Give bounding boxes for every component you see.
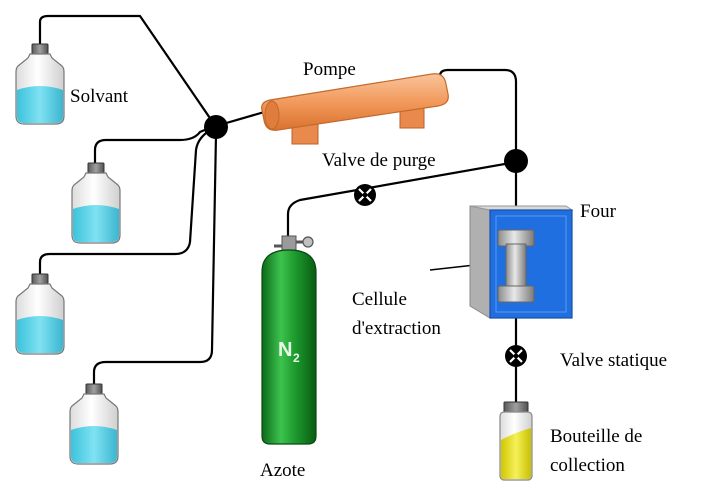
label-pompe: Pompe bbox=[303, 59, 356, 80]
tube-purge bbox=[286, 160, 517, 236]
solvent-bottle-1 bbox=[15, 43, 65, 125]
tubing bbox=[38, 14, 518, 404]
label-cellule: Cellule bbox=[352, 289, 407, 310]
tube-bottle-1 bbox=[38, 14, 215, 125]
valve-junction bbox=[504, 149, 528, 173]
tube-bottle-4 bbox=[92, 133, 218, 388]
pump bbox=[261, 73, 449, 145]
static-valve-icon bbox=[505, 345, 527, 367]
label-collection: collection bbox=[550, 455, 625, 476]
cylinder-mark-sub: 2 bbox=[293, 351, 300, 365]
extraction-cell bbox=[497, 229, 535, 303]
label-extraction: d'extraction bbox=[352, 318, 441, 339]
tube-bottle-2 bbox=[93, 124, 215, 167]
solvent-bottle-2 bbox=[71, 162, 121, 244]
label-solvant: Solvant bbox=[70, 86, 129, 107]
label-azote: Azote bbox=[260, 460, 306, 481]
label-valve-statique: Valve statique bbox=[560, 350, 668, 371]
collection-bottle bbox=[499, 401, 533, 481]
purge-valve-icon bbox=[354, 184, 376, 206]
label-valve-de-purge: Valve de purge bbox=[322, 150, 436, 171]
mixing-junction bbox=[204, 115, 228, 139]
solvent-bottle-3 bbox=[15, 273, 65, 355]
tube-bottle-3 bbox=[38, 127, 215, 278]
tube-pump-out bbox=[438, 68, 518, 160]
label-four: Four bbox=[580, 201, 616, 222]
cylinder-mark: N bbox=[278, 339, 292, 361]
nitrogen-cylinder: N 2 bbox=[261, 235, 317, 445]
label-bouteille: Bouteille de bbox=[550, 426, 643, 447]
solvent-bottle-4 bbox=[69, 383, 119, 465]
